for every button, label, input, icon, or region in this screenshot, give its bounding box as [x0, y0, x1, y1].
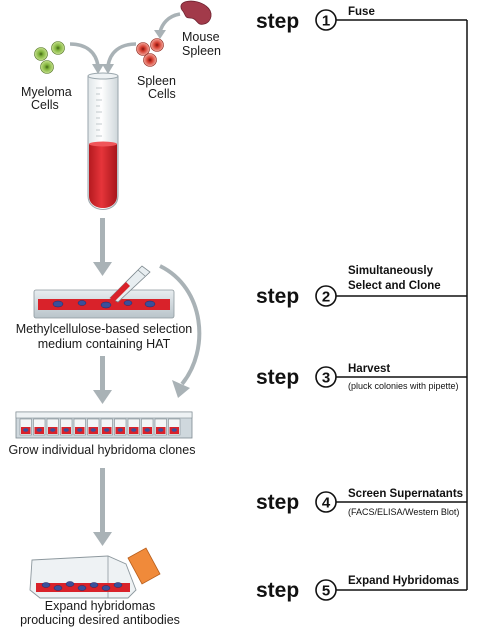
- pipette-icon: [109, 265, 151, 303]
- step-4-word: step: [256, 491, 299, 514]
- step-3-subtitle: (pluck colonies with pipette): [348, 381, 459, 391]
- step-1-number: 1: [322, 13, 330, 30]
- mouse-spleen-label-line1: Mouse: [182, 30, 220, 44]
- well-colony: [90, 428, 96, 432]
- selection-medium-label-line1: Methylcellulose-based selection: [16, 322, 193, 336]
- step-3: step 3 Harvest (pluck colonies with pipe…: [256, 363, 467, 391]
- grow-clones-label: Grow individual hybridoma clones: [9, 443, 196, 457]
- well-colony: [144, 428, 150, 432]
- expand-hybridomas-label-line2: producing desired antibodies: [20, 613, 180, 627]
- mouse-spleen-icon: [180, 0, 212, 25]
- step-5-title: Expand Hybridomas: [348, 575, 459, 587]
- well-colony: [77, 428, 83, 432]
- step-4-subtitle: (FACS/ELISA/Western Blot): [348, 507, 459, 517]
- spleen-cells-label-line2: Cells: [148, 87, 176, 101]
- step-3-word: step: [256, 366, 299, 389]
- spleen-cells-icon: [136, 38, 164, 67]
- down-arrow-1: [93, 218, 112, 276]
- step-1-word: step: [256, 10, 299, 33]
- myeloma-cells-label-line2: Cells: [31, 98, 59, 112]
- step-3-number: 3: [322, 370, 330, 387]
- well-colony: [36, 428, 42, 432]
- step-2-number: 2: [322, 289, 330, 306]
- well-colony: [50, 428, 56, 432]
- step-5-number: 5: [322, 583, 330, 600]
- culture-flask-icon: [29, 547, 161, 599]
- step-4-number: 4: [322, 495, 331, 512]
- down-arrow-3: [93, 468, 112, 546]
- well-plate-icon: [15, 411, 193, 439]
- well-colony: [104, 428, 110, 432]
- expand-hybridomas-label-line1: Expand hybridomas: [45, 599, 155, 613]
- down-arrow-2: [93, 356, 112, 404]
- fusion-arrowheads: [92, 30, 166, 74]
- step-5: step 5 Expand Hybridomas: [256, 575, 467, 602]
- step-2-title-line2: Select and Clone: [348, 280, 441, 292]
- well-colony: [171, 428, 177, 432]
- step-5-word: step: [256, 579, 299, 602]
- well-colony: [131, 428, 137, 432]
- well-colony: [158, 428, 164, 432]
- fusion-arrows: [69, 12, 181, 67]
- well-colony: [23, 428, 29, 432]
- harvest-curve-arrow: [159, 264, 202, 398]
- step-1: step 1 Fuse: [256, 6, 467, 33]
- step-4-title: Screen Supernatants: [348, 488, 463, 500]
- selection-plate-icon: [33, 289, 175, 319]
- step-1-title: Fuse: [348, 6, 375, 18]
- step-4: step 4 Screen Supernatants (FACS/ELISA/W…: [256, 488, 467, 517]
- well-colony: [63, 428, 69, 432]
- myeloma-cells-icon: [34, 41, 65, 74]
- test-tube-icon: [87, 72, 119, 210]
- step-2: step 2 Simultaneously Select and Clone: [256, 265, 467, 308]
- well-colony: [117, 428, 123, 432]
- mouse-spleen-label-line2: Spleen: [182, 44, 221, 58]
- selection-medium-label-line2: medium containing HAT: [38, 337, 171, 351]
- step-3-title: Harvest: [348, 363, 390, 375]
- myeloma-cells-label-line1: Myeloma: [21, 85, 72, 99]
- step-2-title: Simultaneously: [348, 265, 434, 277]
- step-2-word: step: [256, 285, 299, 308]
- spleen-cells-label-line1: Spleen: [137, 74, 176, 88]
